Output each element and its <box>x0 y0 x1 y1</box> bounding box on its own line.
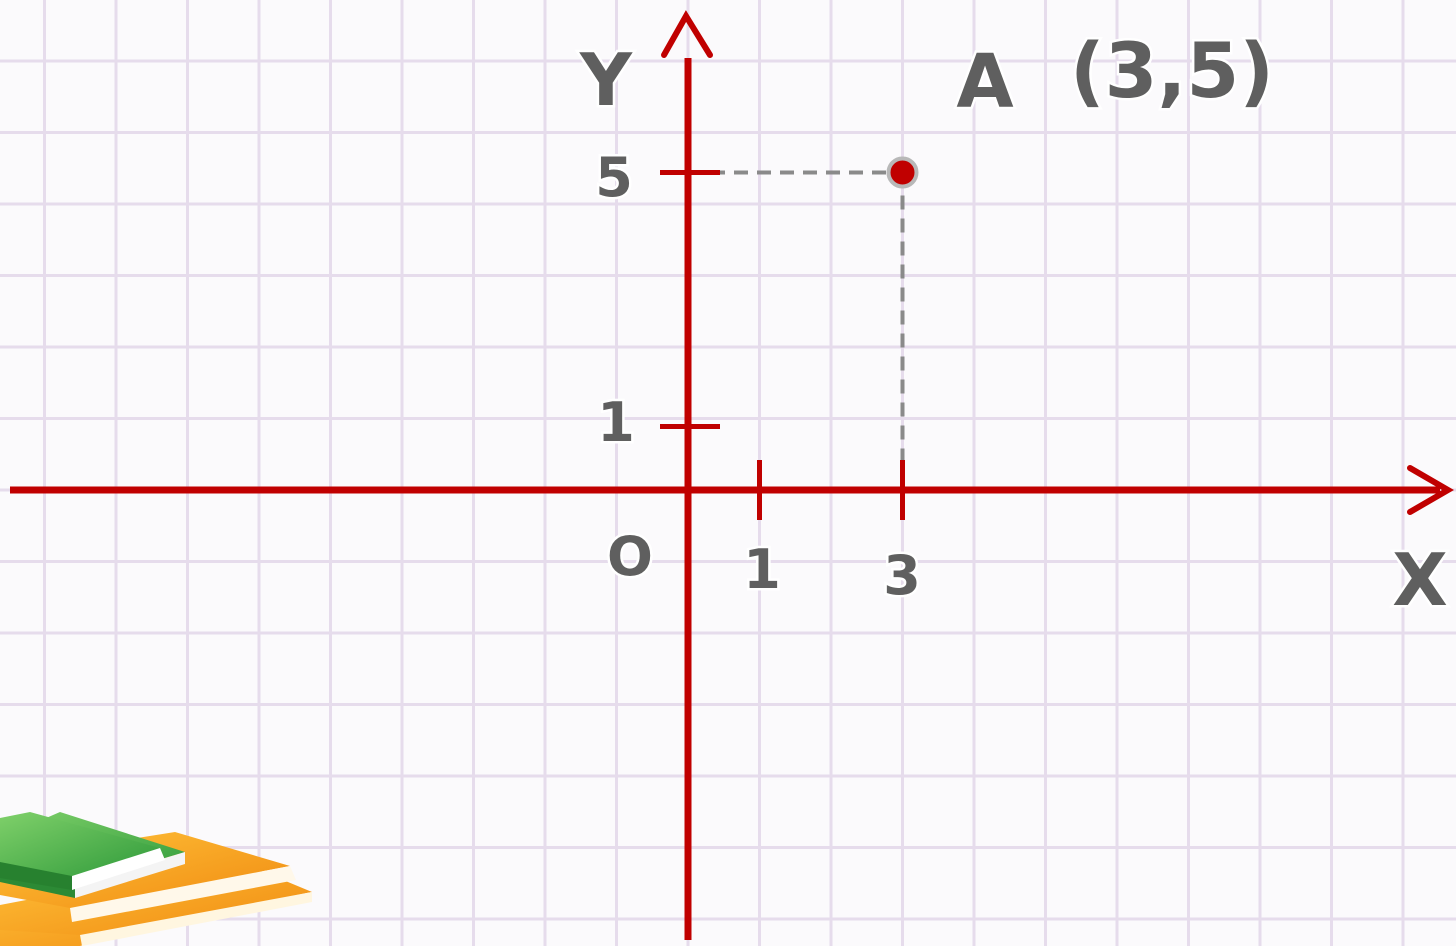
books-stack-icon <box>0 812 312 946</box>
y-tick-label-1: 1 <box>597 391 635 454</box>
x-axis-label: X <box>1392 538 1448 622</box>
axes <box>10 10 1454 940</box>
y-tick-label-5: 5 <box>595 146 633 209</box>
y-axis-label: Y <box>579 38 633 122</box>
x-axis-arrowhead <box>1407 465 1454 515</box>
point-a-marker <box>886 156 919 189</box>
y-axis-arrowhead <box>661 10 713 58</box>
point-a-name-label: A <box>956 39 1013 125</box>
x-tick-label-3: 3 <box>883 544 921 607</box>
point-a-coordinates-label: (3,5) <box>1070 26 1274 115</box>
x-tick-label-1: 1 <box>743 538 781 601</box>
projection-guides <box>688 170 905 490</box>
origin-label: O <box>607 525 653 588</box>
